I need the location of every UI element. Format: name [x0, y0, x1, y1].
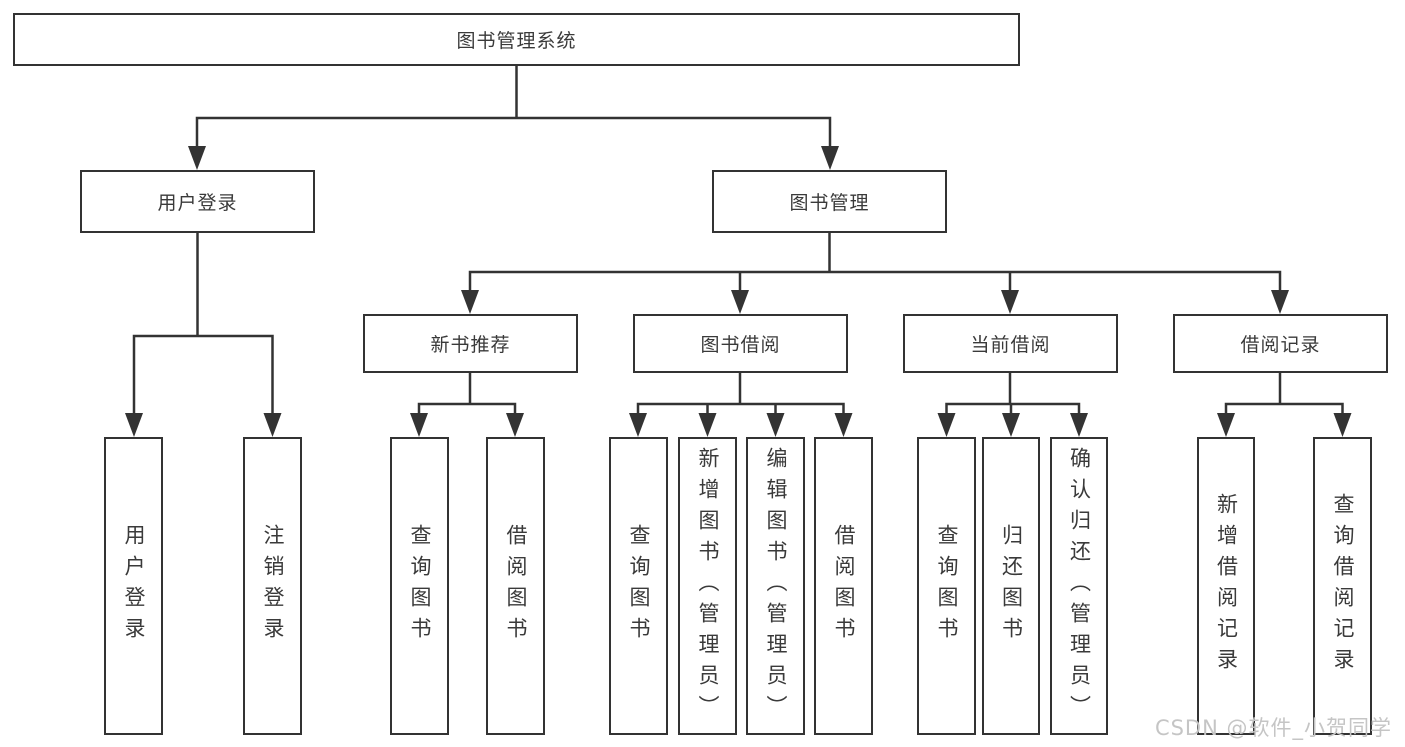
node-root-system: 图书管理系统: [13, 13, 1020, 66]
arrowhead-icon: [1271, 290, 1289, 314]
csdn-watermark: CSDN @软件_小贺同学: [1154, 716, 1392, 740]
arrowhead-icon: [410, 413, 428, 437]
node-label: 确认归还（管理员）: [1067, 446, 1092, 726]
node-label: 查询借阅记录: [1331, 493, 1355, 679]
node-book-management: 图书管理: [712, 170, 947, 233]
arrowhead-icon: [263, 413, 282, 437]
node-label: 用户登录: [122, 524, 146, 648]
arrowhead-icon: [1001, 290, 1019, 314]
node-label: 新书推荐: [430, 334, 511, 356]
arrowhead-icon: [506, 413, 524, 437]
node-label: 新增借阅记录: [1214, 493, 1239, 679]
arrowhead-icon: [821, 146, 839, 170]
node-label: 编辑图书（管理员）: [764, 446, 788, 726]
node-label: 归还图书: [999, 524, 1024, 648]
node-label: 借阅记录: [1240, 334, 1321, 356]
arrowhead-icon: [1333, 413, 1352, 437]
node-label: 新增图书（管理员）: [696, 446, 720, 726]
node-label: 图书管理: [789, 192, 870, 214]
leaf-query-books: 查询图书: [609, 437, 668, 735]
node-label: 图书借阅: [700, 334, 781, 356]
edge-user-login-split: [132, 231, 274, 419]
node-borrowing-records: 借阅记录: [1173, 314, 1388, 373]
leaf-query-books: 查询图书: [390, 437, 449, 735]
node-label: 查询图书: [408, 524, 432, 648]
leaf-return-books: 归还图书: [982, 437, 1040, 735]
node-user-login: 用户登录: [80, 170, 315, 233]
leaf-borrow-books: 借阅图书: [486, 437, 545, 735]
node-book-borrowing: 图书借阅: [633, 314, 848, 373]
node-label: 查询图书: [627, 524, 651, 648]
edge-borrow-records-split: [1224, 371, 1344, 419]
leaf-add-books-admin: 新增图书（管理员）: [678, 437, 737, 735]
edge-book-borrow-split: [636, 371, 845, 419]
edge-current-borrow-split: [945, 371, 1081, 419]
arrowhead-icon: [629, 413, 647, 437]
leaf-logout: 注销登录: [243, 437, 302, 735]
leaf-add-borrow-record: 新增借阅记录: [1197, 437, 1255, 735]
node-label: 图书管理系统: [456, 30, 577, 52]
leaf-borrow-books: 借阅图书: [814, 437, 873, 735]
leaf-query-borrow-record: 查询借阅记录: [1313, 437, 1372, 735]
arrowhead-icon: [937, 413, 956, 437]
arrowhead-icon: [188, 146, 206, 170]
node-label: 借阅图书: [832, 524, 856, 648]
node-label: 查询图书: [935, 524, 959, 648]
node-label: 注销登录: [261, 524, 285, 648]
leaf-edit-books-admin: 编辑图书（管理员）: [746, 437, 805, 735]
node-label: 借阅图书: [504, 524, 528, 648]
node-current-borrowing: 当前借阅: [903, 314, 1118, 373]
arrowhead-icon: [1070, 413, 1088, 437]
node-label: 当前借阅: [970, 334, 1051, 356]
arrowhead-icon: [1002, 413, 1020, 437]
arrowhead-icon: [125, 413, 143, 437]
edge-book-mgmt-split: [468, 231, 1282, 296]
arrowhead-icon: [731, 290, 749, 314]
leaf-confirm-return-admin: 确认归还（管理员）: [1050, 437, 1108, 735]
edge-root-split: [195, 64, 832, 152]
arrowhead-icon: [834, 413, 853, 437]
leaf-query-books: 查询图书: [917, 437, 976, 735]
arrowhead-icon: [1217, 413, 1235, 437]
arrowhead-icon: [461, 290, 479, 314]
node-new-book-recommendation: 新书推荐: [363, 314, 578, 373]
node-label: 用户登录: [157, 192, 238, 214]
arrowhead-icon: [698, 413, 717, 437]
arrowhead-icon: [766, 413, 785, 437]
leaf-user-login: 用户登录: [104, 437, 163, 735]
edge-new-book-split: [417, 371, 517, 419]
